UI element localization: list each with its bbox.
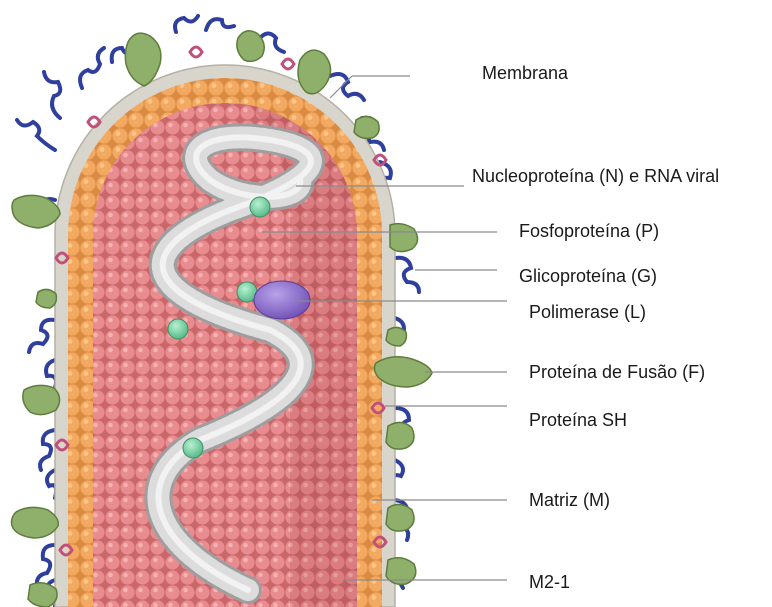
- phosphoprotein-bead: [183, 438, 203, 458]
- label-fusion-protein: Proteína de Fusão (F): [529, 362, 705, 382]
- phosphoprotein-bead: [168, 319, 188, 339]
- label-matrix: Matriz (M): [529, 490, 610, 510]
- label-glycoprotein: Glicoproteína (G): [519, 266, 657, 286]
- label-polymerase: Polimerase (L): [529, 302, 646, 322]
- label-phosphoprotein: Fosfoproteína (P): [519, 221, 659, 241]
- label-nucleoprotein: Nucleoproteína (N) e RNA viral: [472, 166, 719, 186]
- label-membrane: Membrana: [482, 63, 568, 83]
- label-sh-protein: Proteína SH: [529, 410, 627, 430]
- phosphoprotein-bead: [250, 197, 270, 217]
- label-m2-1: M2-1: [529, 572, 570, 592]
- polymerase-blob: [254, 281, 310, 319]
